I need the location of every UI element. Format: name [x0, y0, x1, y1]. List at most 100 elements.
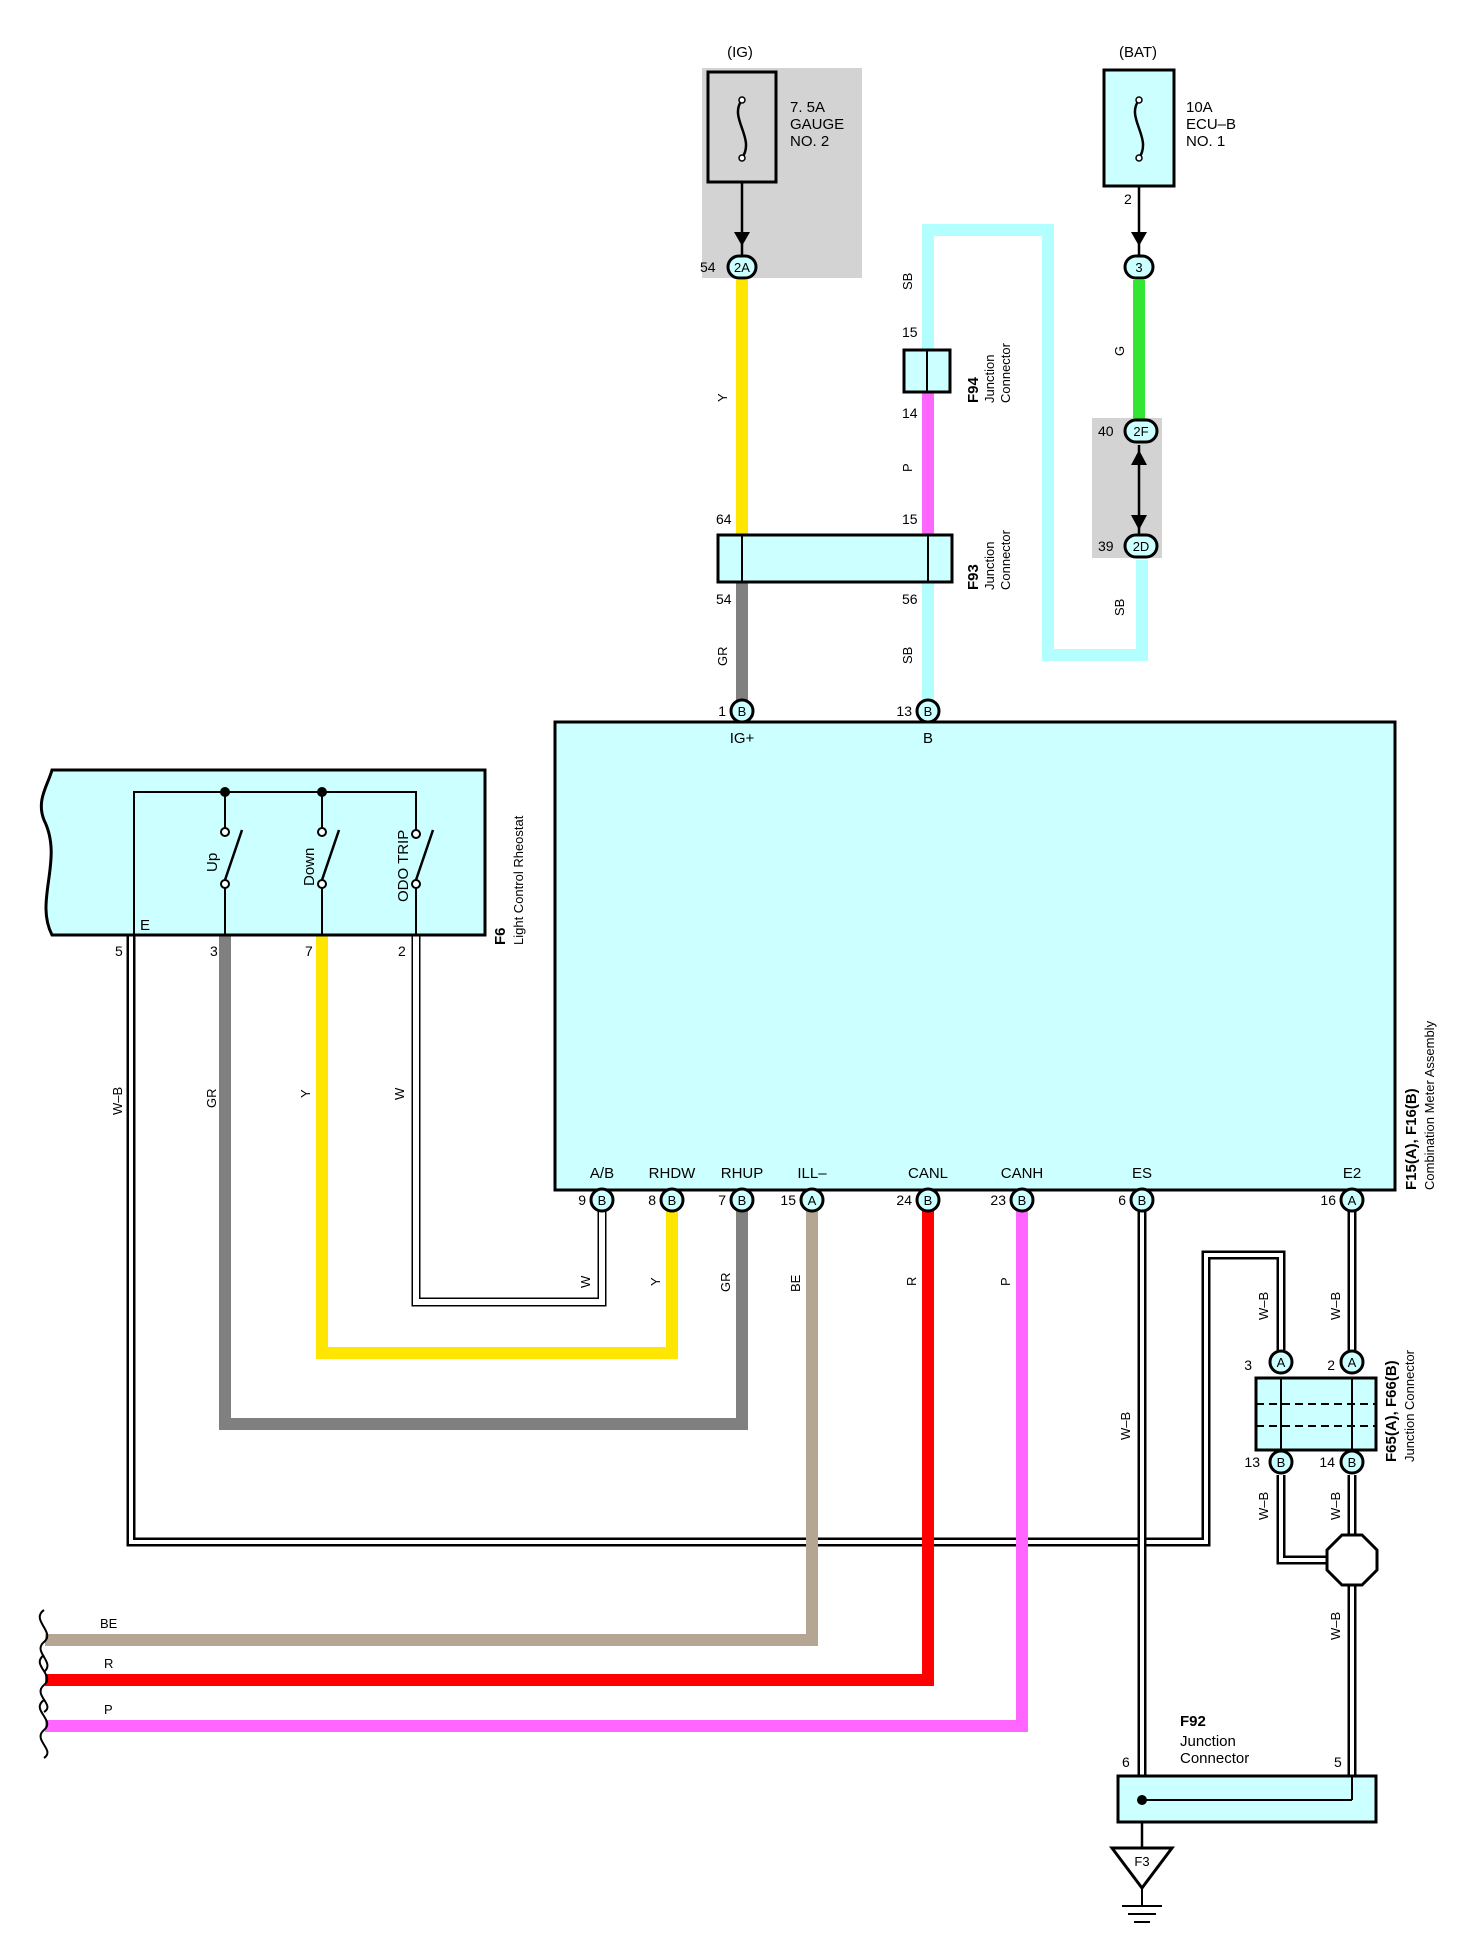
wire-label-be-out: BE — [100, 1616, 118, 1631]
fuse-ecu-b-no1: (BAT) 10A ECU–B NO. 1 2 — [1102, 44, 1236, 207]
wire-label-gr-ig: GR — [715, 647, 730, 667]
connector-2a-pin: 54 — [700, 259, 716, 275]
svg-text:6: 6 — [1118, 1192, 1126, 1208]
f65-pin-3: 3 — [1244, 1357, 1252, 1373]
fuse-bat-name-2: NO. 1 — [1186, 133, 1225, 150]
light-control-rheostat: Up Down ODO TRIP E F6 Light Control Rheo… — [39, 768, 526, 959]
ground-f3: F3 — [1109, 1846, 1175, 1923]
f92-code: F92 — [1180, 1713, 1206, 1730]
f65-code: F65(A), F66(B) — [1383, 1360, 1400, 1462]
svg-text:8: 8 — [648, 1192, 656, 1208]
wire-label-g-bat: G — [1112, 346, 1127, 356]
f92-pin-6: 6 — [1122, 1754, 1130, 1770]
wire-label-wb-f65b13: W–B — [1256, 1492, 1271, 1520]
wire-label-wb-left: W–B — [110, 1087, 125, 1115]
meter-pin-label-es: ES — [1132, 1165, 1152, 1182]
meter-pin-label-rhup: RHUP — [721, 1165, 764, 1182]
f93-code: F93 — [965, 564, 982, 590]
meter-pin-canh: B 23 — [990, 1187, 1035, 1213]
f65-pin-b13: B — [1268, 1449, 1294, 1475]
svg-text:16: 16 — [1320, 1192, 1336, 1208]
wire-label-sb-b: SB — [900, 647, 915, 664]
splice-point — [1325, 1533, 1379, 1587]
f65-pin-2: 2 — [1327, 1357, 1335, 1373]
switch-up-label: Up — [204, 853, 221, 872]
svg-text:B: B — [668, 1193, 677, 1208]
wire-label-p-f94: P — [900, 463, 915, 472]
connector-3: 3 — [1123, 254, 1155, 280]
wire-label-r-canl: R — [904, 1277, 919, 1286]
wire-label-sb-top: SB — [900, 273, 915, 290]
svg-text:1: 1 — [718, 703, 726, 719]
svg-text:A: A — [1348, 1355, 1357, 1370]
f65-pin-13: 13 — [1244, 1454, 1260, 1470]
wire-label-y-top: Y — [715, 393, 730, 402]
ground-code: F3 — [1134, 1854, 1149, 1869]
meter-pin-b: B 13 — [896, 698, 941, 724]
wire-label-w-ab: W — [578, 1275, 593, 1288]
fuse-gauge-no2: (IG) 7. 5A GAUGE NO. 2 — [702, 44, 862, 278]
meter-pin-label-rhdw: RHDW — [649, 1165, 696, 1182]
wire-label-wb-e2: W–B — [1328, 1292, 1343, 1320]
connector-2a: 2A 54 — [700, 254, 758, 280]
svg-text:23: 23 — [990, 1192, 1006, 1208]
svg-text:2D: 2D — [1133, 539, 1150, 554]
meter-pin-label-b: B — [923, 730, 933, 747]
svg-text:B: B — [1348, 1455, 1357, 1470]
wire-break-marks — [38, 1609, 49, 1759]
meter-pin-label-ab: A/B — [590, 1165, 614, 1182]
f94-name-1: Junction — [982, 355, 997, 403]
connector-2f: 2F 40 — [1098, 418, 1159, 444]
svg-text:2A: 2A — [734, 260, 750, 275]
rheostat-name: Light Control Rheostat — [511, 815, 526, 945]
junction-connector-f93: 64 15 54 56 F93 Junction Connector — [716, 511, 1013, 607]
svg-text:B: B — [1138, 1193, 1147, 1208]
wire-label-y-left: Y — [298, 1089, 313, 1098]
svg-text:B: B — [738, 1193, 747, 1208]
f94-pin-top: 15 — [902, 324, 918, 340]
meter-pin-e2: A 16 — [1320, 1187, 1365, 1213]
switch-odo-trip-label: ODO TRIP — [395, 830, 412, 902]
svg-text:3: 3 — [1135, 260, 1142, 275]
fuse-ig-name-1: GAUGE — [790, 116, 844, 133]
meter-name: Combination Meter Assembly — [1422, 1020, 1437, 1190]
wire-label-wb-f65b14: W–B — [1328, 1492, 1343, 1520]
fuse-bat-pin: 2 — [1124, 191, 1132, 207]
f65-pin-a2: A — [1339, 1349, 1365, 1375]
wire-label-wb-es: W–B — [1118, 1412, 1133, 1440]
wire-label-p-canh: P — [998, 1277, 1013, 1286]
meter-pin-label-canh: CANH — [1001, 1165, 1044, 1182]
svg-text:13: 13 — [896, 703, 912, 719]
svg-text:9: 9 — [578, 1192, 586, 1208]
svg-text:24: 24 — [896, 1192, 912, 1208]
f65-pin-b14: B — [1339, 1449, 1365, 1475]
f93-pin-54: 54 — [716, 591, 732, 607]
f93-pin-64: 64 — [716, 511, 732, 527]
wire-label-r-out: R — [104, 1656, 113, 1671]
svg-text:2F: 2F — [1133, 424, 1148, 439]
svg-text:B: B — [738, 704, 747, 719]
wire-label-y-rhdw: Y — [648, 1277, 663, 1286]
rheostat-pin-5: 5 — [115, 943, 123, 959]
fuse-bat-supply: (BAT) — [1119, 44, 1157, 61]
svg-text:A: A — [1277, 1355, 1286, 1370]
junction-connector-f94: 15 14 F94 Junction Connector — [902, 324, 1013, 421]
f92-name-2: Connector — [1180, 1750, 1249, 1767]
junction-connector-f92: F92 Junction Connector 6 5 — [1116, 1713, 1378, 1824]
f94-code: F94 — [965, 376, 982, 403]
f92-pin-5: 5 — [1334, 1754, 1342, 1770]
fuse-bat-name-1: ECU–B — [1186, 116, 1236, 133]
svg-text:A: A — [808, 1193, 817, 1208]
svg-text:B: B — [1277, 1455, 1286, 1470]
wire-label-gr-rhup: GR — [718, 1273, 733, 1293]
f65-pin-a3: A — [1268, 1349, 1294, 1375]
meter-pin-canl: B 24 — [896, 1187, 941, 1213]
meter-pin-label-ig: IG+ — [730, 730, 755, 747]
meter-pin-label-ill: ILL– — [797, 1165, 827, 1182]
f93-pin-56: 56 — [902, 591, 918, 607]
rheostat-pin-2: 2 — [398, 943, 406, 959]
f93-name-1: Junction — [982, 542, 997, 590]
meter-pin-ill: A 15 — [780, 1187, 825, 1213]
wire-label-gr-left: GR — [204, 1089, 219, 1109]
fuse-ig-rating: 7. 5A — [790, 99, 825, 116]
